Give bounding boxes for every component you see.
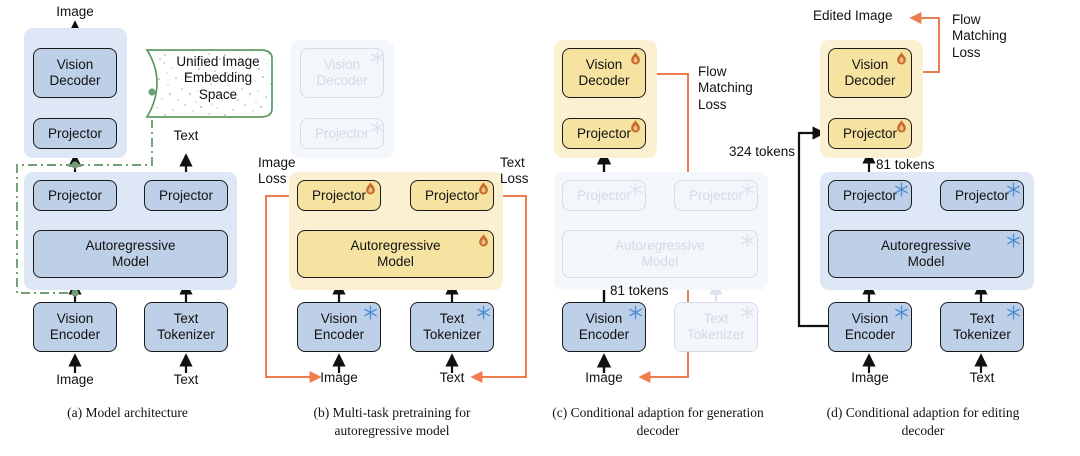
snowflake-icon xyxy=(895,182,908,197)
flame-icon xyxy=(631,120,640,133)
panel-b-input-image-label: Image xyxy=(320,370,358,385)
panel-d-projector-text[interactable]: Projector xyxy=(940,180,1024,211)
panel-d-input-image-label: Image xyxy=(851,370,889,385)
snowflake-icon xyxy=(1007,305,1020,320)
caption-panel-c: (c) Conditional adaption for generation … xyxy=(552,405,764,439)
panel-b-text-loss-label: Text Loss xyxy=(500,155,529,187)
snowflake-icon xyxy=(629,305,642,320)
panel-c-text-tokenizer-frozen: Text Tokenizer xyxy=(674,302,758,352)
snowflake-icon xyxy=(1007,182,1020,197)
panel-d-autoregressive-model[interactable]: Autoregressive Model xyxy=(828,230,1024,278)
flame-icon xyxy=(366,182,375,195)
snowflake-icon xyxy=(895,305,908,320)
panel-b-autoregressive-model[interactable]: Autoregressive Model xyxy=(297,230,494,278)
panel-d-vision-decoder[interactable]: Vision Decoder xyxy=(828,48,912,98)
panel-a-input-text-label: Text xyxy=(173,372,199,387)
flame-icon xyxy=(479,182,488,195)
panel-d-main-token-count-label: 81 tokens xyxy=(876,157,935,172)
panel-a-output-image-label: Image xyxy=(56,4,94,19)
flame-icon xyxy=(897,120,906,133)
panel-a-vision-decoder[interactable]: Vision Decoder xyxy=(33,48,117,98)
snowflake-icon xyxy=(371,120,384,135)
panel-b-vision-decoder-frozen: Vision Decoder xyxy=(300,48,384,98)
caption-panel-d: (d) Conditional adaption for editing dec… xyxy=(826,405,1020,439)
panel-b-projector-text[interactable]: Projector xyxy=(410,180,494,211)
snowflake-icon xyxy=(371,50,384,65)
panel-b-input-text-label: Text xyxy=(439,370,465,385)
panel-a-input-image-label: Image xyxy=(56,372,94,387)
panel-c-flow-matching-loss-label: Flow Matching Loss xyxy=(698,64,753,112)
panel-a-embedding-space-label: Unified Image Embedding Space xyxy=(176,54,260,102)
panel-d-output-image-label: Edited Image xyxy=(813,8,893,23)
panel-d-projector-image[interactable]: Projector xyxy=(828,180,912,211)
panel-c-vision-encoder[interactable]: Vision Encoder xyxy=(562,302,646,352)
panel-c-projector-decoder[interactable]: Projector xyxy=(562,118,646,149)
panel-b-projector-decoder-frozen: Projector xyxy=(300,118,384,149)
panel-a-projector-decoder[interactable]: Projector xyxy=(33,118,117,149)
snowflake-icon xyxy=(364,305,377,320)
snowflake-icon xyxy=(741,233,754,248)
panel-a-vision-encoder[interactable]: Vision Encoder xyxy=(33,302,117,352)
panel-d-flow-matching-loss-label: Flow Matching Loss xyxy=(952,12,1007,60)
panel-a-autoregressive-model[interactable]: Autoregressive Model xyxy=(33,230,228,278)
snowflake-icon xyxy=(477,305,490,320)
panel-d-bypass-token-count-label: 324 tokens xyxy=(729,144,796,159)
panel-c-token-count-label: 81 tokens xyxy=(610,283,669,298)
panel-b-projector-image[interactable]: Projector xyxy=(297,180,381,211)
snowflake-icon xyxy=(629,182,642,197)
snowflake-icon xyxy=(741,182,754,197)
snowflake-icon xyxy=(1007,233,1020,248)
panel-a-text-tokenizer[interactable]: Text Tokenizer xyxy=(144,302,228,352)
flame-icon xyxy=(897,52,906,65)
snowflake-icon xyxy=(741,305,754,320)
panel-c-projector-image-frozen: Projector xyxy=(562,180,646,211)
panel-c-input-image-label: Image xyxy=(585,370,623,385)
caption-panel-a: (a) Model architecture xyxy=(67,405,188,420)
panel-d-projector-decoder[interactable]: Projector xyxy=(828,118,912,149)
panel-a-projector-text[interactable]: Projector xyxy=(144,180,228,211)
caption-panel-b: (b) Multi-task pretraining for autoregre… xyxy=(313,405,471,439)
panel-c-projector-text-frozen: Projector xyxy=(674,180,758,211)
panel-d-input-text-label: Text xyxy=(969,370,995,385)
panel-a-output-text-label: Text xyxy=(173,128,199,143)
panel-a-projector-image[interactable]: Projector xyxy=(33,180,117,211)
panel-b-image-loss-label: Image Loss xyxy=(258,155,296,187)
panel-c-vision-decoder[interactable]: Vision Decoder xyxy=(562,48,646,98)
panel-c-autoregressive-model-frozen: Autoregressive Model xyxy=(562,230,758,278)
flame-icon xyxy=(479,234,488,247)
flame-icon xyxy=(631,52,640,65)
